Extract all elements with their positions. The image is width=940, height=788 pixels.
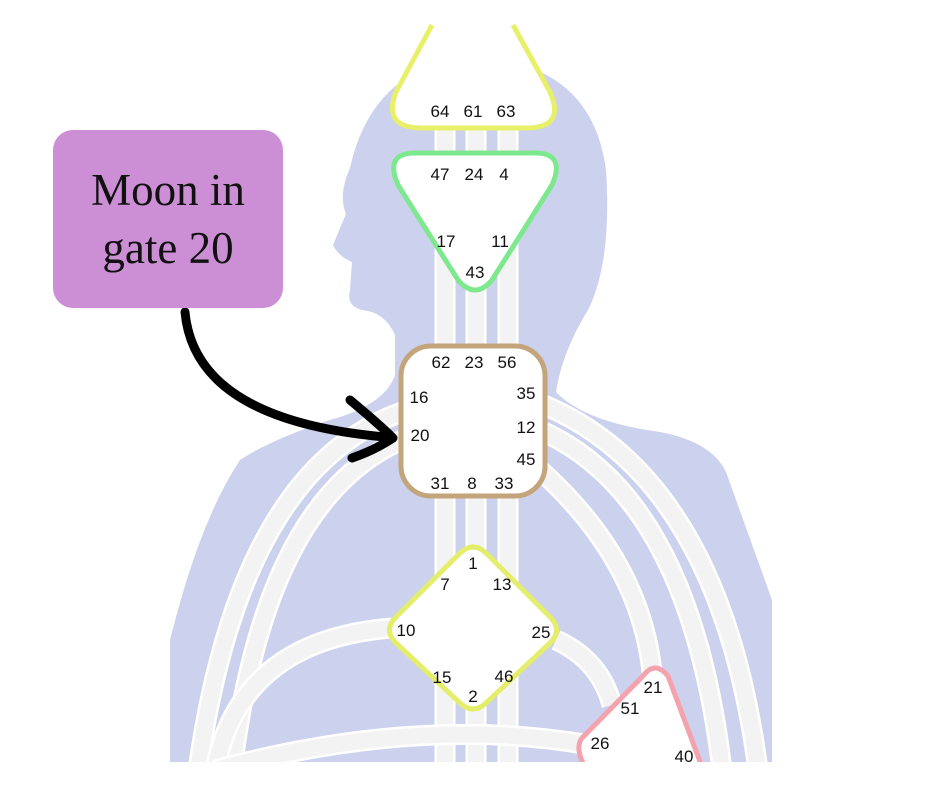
gate-43-label: 43 xyxy=(466,263,485,282)
gate-17-label: 17 xyxy=(437,232,456,251)
gate-46-label: 46 xyxy=(495,667,514,686)
callout-line-2: gate 20 xyxy=(102,223,234,273)
gate-2-label: 2 xyxy=(468,687,477,706)
throat-center xyxy=(398,343,548,499)
moon-gate-callout: Moon in gate 20 xyxy=(53,130,283,308)
gate-51-label: 51 xyxy=(621,699,640,718)
gate-25-label: 25 xyxy=(532,623,551,642)
gate-16-label: 16 xyxy=(410,388,429,407)
gate-63-label: 63 xyxy=(497,102,516,121)
gate-47-label: 47 xyxy=(431,165,450,184)
gate-21-label: 21 xyxy=(644,678,663,697)
arrow-head-icon xyxy=(345,395,398,463)
channel xyxy=(534,464,660,673)
gate-26-label: 26 xyxy=(591,734,610,753)
channel xyxy=(540,424,730,762)
gate-labels: 64 61 63 47 24 4 17 11 43 62 23 56 16 35 20 12 45 31 8 33 17… xyxy=(397,102,694,766)
gate-40-label: 40 xyxy=(675,747,694,766)
gate-45-label: 45 xyxy=(517,450,536,469)
arrow-pointer xyxy=(180,307,390,442)
gate-23-label: 23 xyxy=(465,353,484,372)
channel xyxy=(213,726,592,762)
gate-1-label: 1 xyxy=(468,554,477,573)
gate-13-label: 13 xyxy=(493,575,512,594)
channel xyxy=(540,397,765,762)
head-center xyxy=(389,23,557,131)
channel xyxy=(208,620,393,762)
gate-8-label: 8 xyxy=(467,474,476,493)
heart-center xyxy=(576,665,703,762)
gate-7-label: 7 xyxy=(440,575,449,594)
gate-24-label: 24 xyxy=(465,165,484,184)
g-center xyxy=(387,544,559,712)
gate-15-label: 15 xyxy=(433,668,452,687)
gate-4-label: 4 xyxy=(499,165,508,184)
gate-12-label: 12 xyxy=(517,418,536,437)
gate-61-label: 61 xyxy=(464,102,483,121)
channel xyxy=(552,632,620,708)
gate-33-label: 33 xyxy=(495,474,514,493)
gate-56-label: 56 xyxy=(498,353,517,372)
ajna-center xyxy=(391,150,559,293)
gate-62-label: 62 xyxy=(432,353,451,372)
gate-20-label: 20 xyxy=(411,426,430,445)
gate-11-label: 11 xyxy=(491,232,509,251)
callout-line-1: Moon in xyxy=(91,165,245,215)
gate-31-label: 31 xyxy=(431,474,450,493)
gate-64-label: 64 xyxy=(431,102,450,121)
gate-10-label: 10 xyxy=(397,621,416,640)
gate-35-label: 35 xyxy=(517,384,536,403)
